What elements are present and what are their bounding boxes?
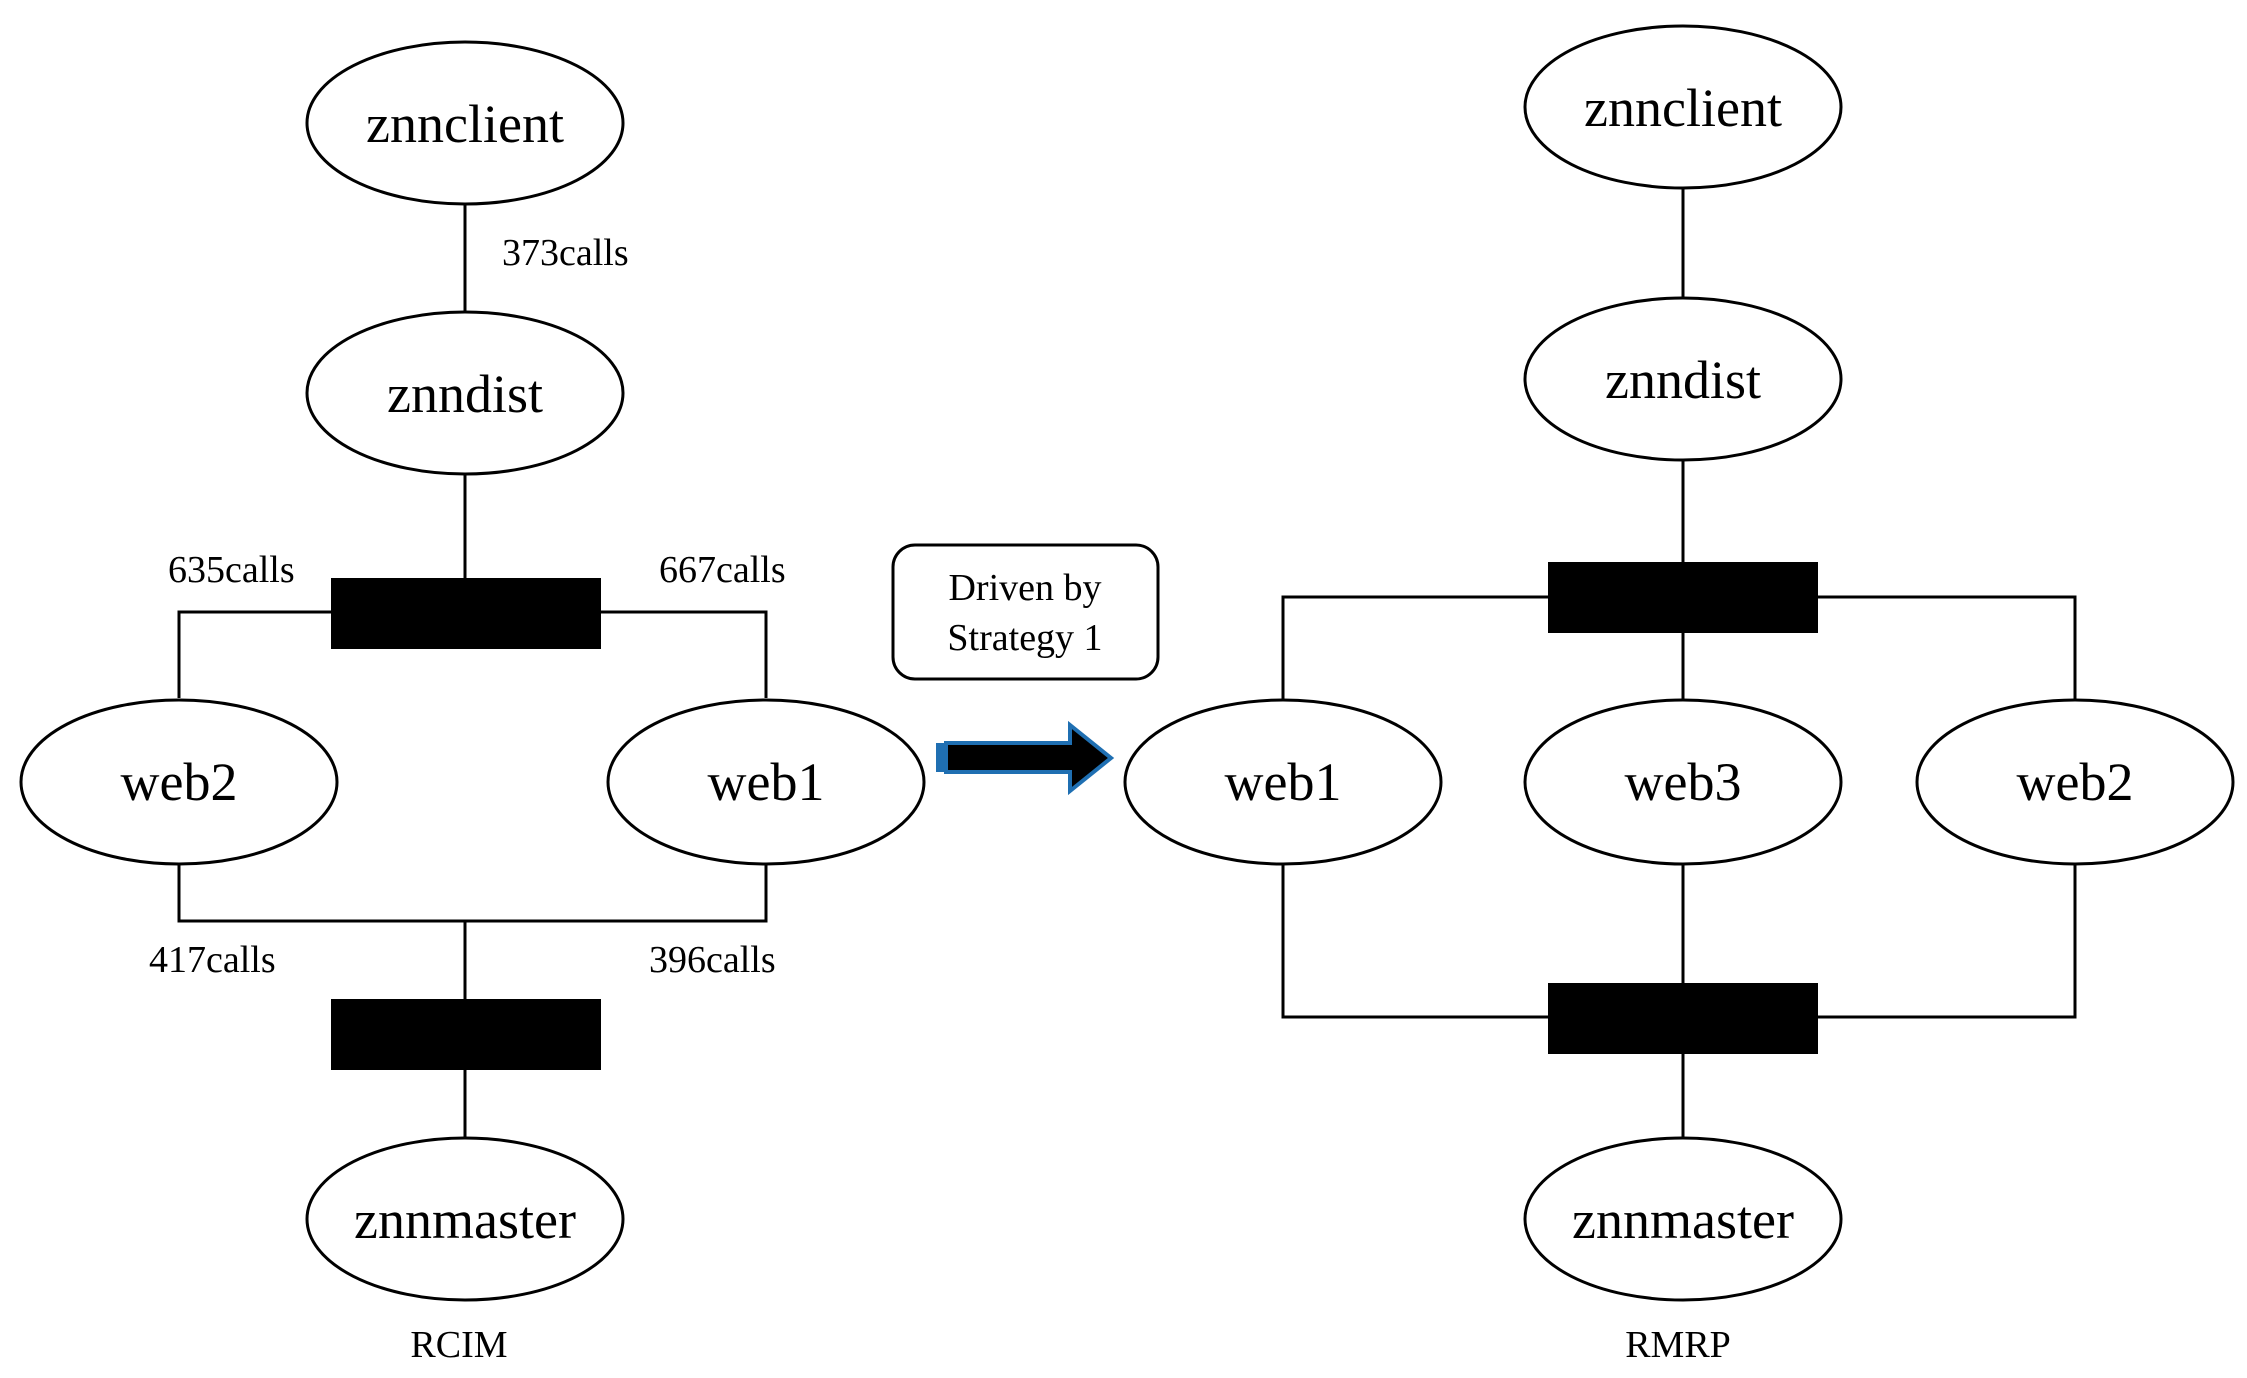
node-web2-left: web2 xyxy=(19,698,339,866)
node-znndist-left: znndist xyxy=(305,310,625,476)
node-znnmaster-left: znnmaster xyxy=(305,1136,625,1302)
node-label: znnmaster xyxy=(354,1190,576,1250)
edge-bus-web-right xyxy=(598,610,768,698)
load-balancer-bus-bottom xyxy=(331,999,601,1070)
load-balancer-bus-top xyxy=(331,578,601,649)
node-label: web3 xyxy=(1625,752,1742,812)
node-shape xyxy=(1523,24,1843,190)
node-znnmaster-right: znnmaster xyxy=(1523,1136,1843,1302)
node-label: znnclient xyxy=(366,94,564,154)
edge-bus-web-right xyxy=(1816,595,2077,700)
strategy-label-line1: Driven by xyxy=(948,567,1101,609)
node-shape xyxy=(19,698,339,866)
node-web1-right: web1 xyxy=(1123,698,1443,866)
load-balancer-bus-top xyxy=(1548,562,1818,633)
node-znnclient-right: znnclient xyxy=(1523,24,1843,190)
edge-label-client-dist: 373calls xyxy=(502,232,629,274)
node-label: web1 xyxy=(1225,752,1342,812)
edge-web-left-master xyxy=(177,863,768,923)
node-shape xyxy=(1523,296,1843,462)
right-arrow-icon xyxy=(936,720,1115,796)
node-label: web2 xyxy=(2017,752,2134,812)
node-znndist-right: znndist xyxy=(1523,296,1843,462)
node-shape xyxy=(1123,698,1443,866)
strategy-box xyxy=(891,543,1160,681)
caption-rcim: RCIM xyxy=(410,1324,507,1366)
transition: Driven by Strategy 1 xyxy=(891,543,1160,796)
node-shape xyxy=(305,40,625,206)
strategy-label-line2: Strategy 1 xyxy=(947,617,1102,659)
node-znnclient-left: znnclient xyxy=(305,40,625,206)
edge-label-dist-web-right: 667calls xyxy=(659,549,786,591)
left-diagram: znnclient znndist web2 web1 znnmaster 37… xyxy=(19,40,926,1366)
caption-rmrp: RMRP xyxy=(1625,1324,1731,1366)
edge-bus-web-left xyxy=(1281,595,1550,700)
node-label: znnclient xyxy=(1584,78,1782,138)
edge-label-dist-web-left: 635calls xyxy=(168,549,295,591)
edge-label-web-left-master: 417calls xyxy=(149,939,276,981)
edge-label-web-right-master: 396calls xyxy=(649,939,776,981)
node-web2-right: web2 xyxy=(1915,698,2235,866)
node-shape xyxy=(1523,1136,1843,1302)
node-label: web1 xyxy=(708,752,825,812)
node-shape xyxy=(1523,698,1843,866)
arrow-body xyxy=(944,720,1115,796)
edge-bus-web-left xyxy=(177,610,333,698)
node-web1-left: web1 xyxy=(606,698,926,866)
node-shape xyxy=(305,1136,625,1302)
load-balancer-bus-bottom xyxy=(1548,983,1818,1054)
node-shape xyxy=(606,698,926,866)
node-label: web2 xyxy=(121,752,238,812)
node-shape xyxy=(1915,698,2235,866)
node-label: znnmaster xyxy=(1572,1190,1794,1250)
arrow-tail-mark xyxy=(936,743,946,772)
right-diagram: znnclient znndist web1 web3 web2 znnmast… xyxy=(1123,24,2235,1366)
node-web3-right: web3 xyxy=(1523,698,1843,866)
node-shape xyxy=(305,310,625,476)
node-label: znndist xyxy=(1605,350,1761,410)
node-label: znndist xyxy=(387,364,543,424)
